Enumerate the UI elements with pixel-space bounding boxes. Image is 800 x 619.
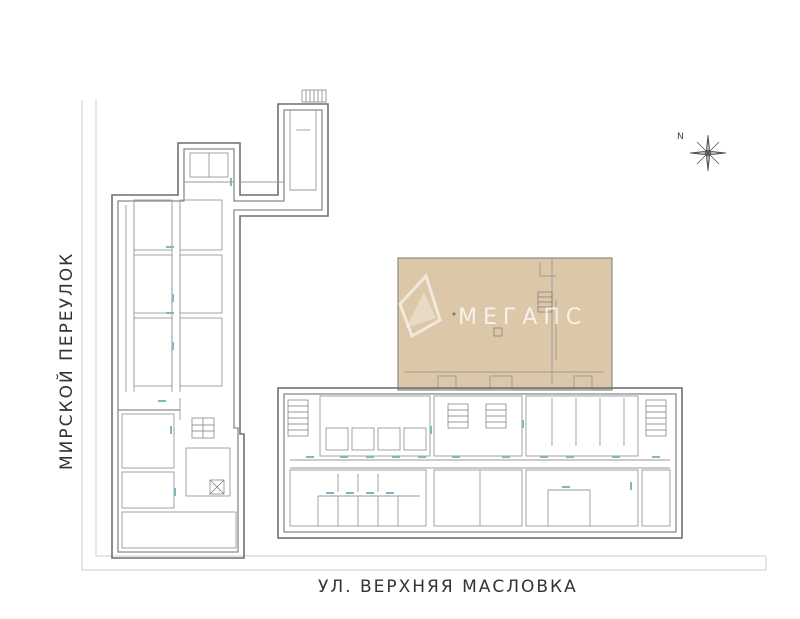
door-markers-left <box>158 178 232 496</box>
logo-watermark-icon <box>398 273 442 339</box>
street-boundaries <box>81 100 767 571</box>
street-label-mirskoy: МИРСКОЙ ПЕРЕУЛОК <box>55 252 77 470</box>
compass-rose-icon: N <box>677 132 727 172</box>
stair-icon <box>301 89 327 103</box>
left-building <box>111 89 329 559</box>
door-markers-bottom <box>306 420 660 494</box>
bottom-building <box>277 387 683 539</box>
logo-watermark-text: МЕГАПС <box>458 305 587 330</box>
elevator-icon <box>191 417 225 495</box>
compass-north-letter: N <box>677 132 684 142</box>
street-label-verkhnyaya-maslovka: УЛ. ВЕРХНЯЯ МАСЛОВКА <box>318 577 578 597</box>
